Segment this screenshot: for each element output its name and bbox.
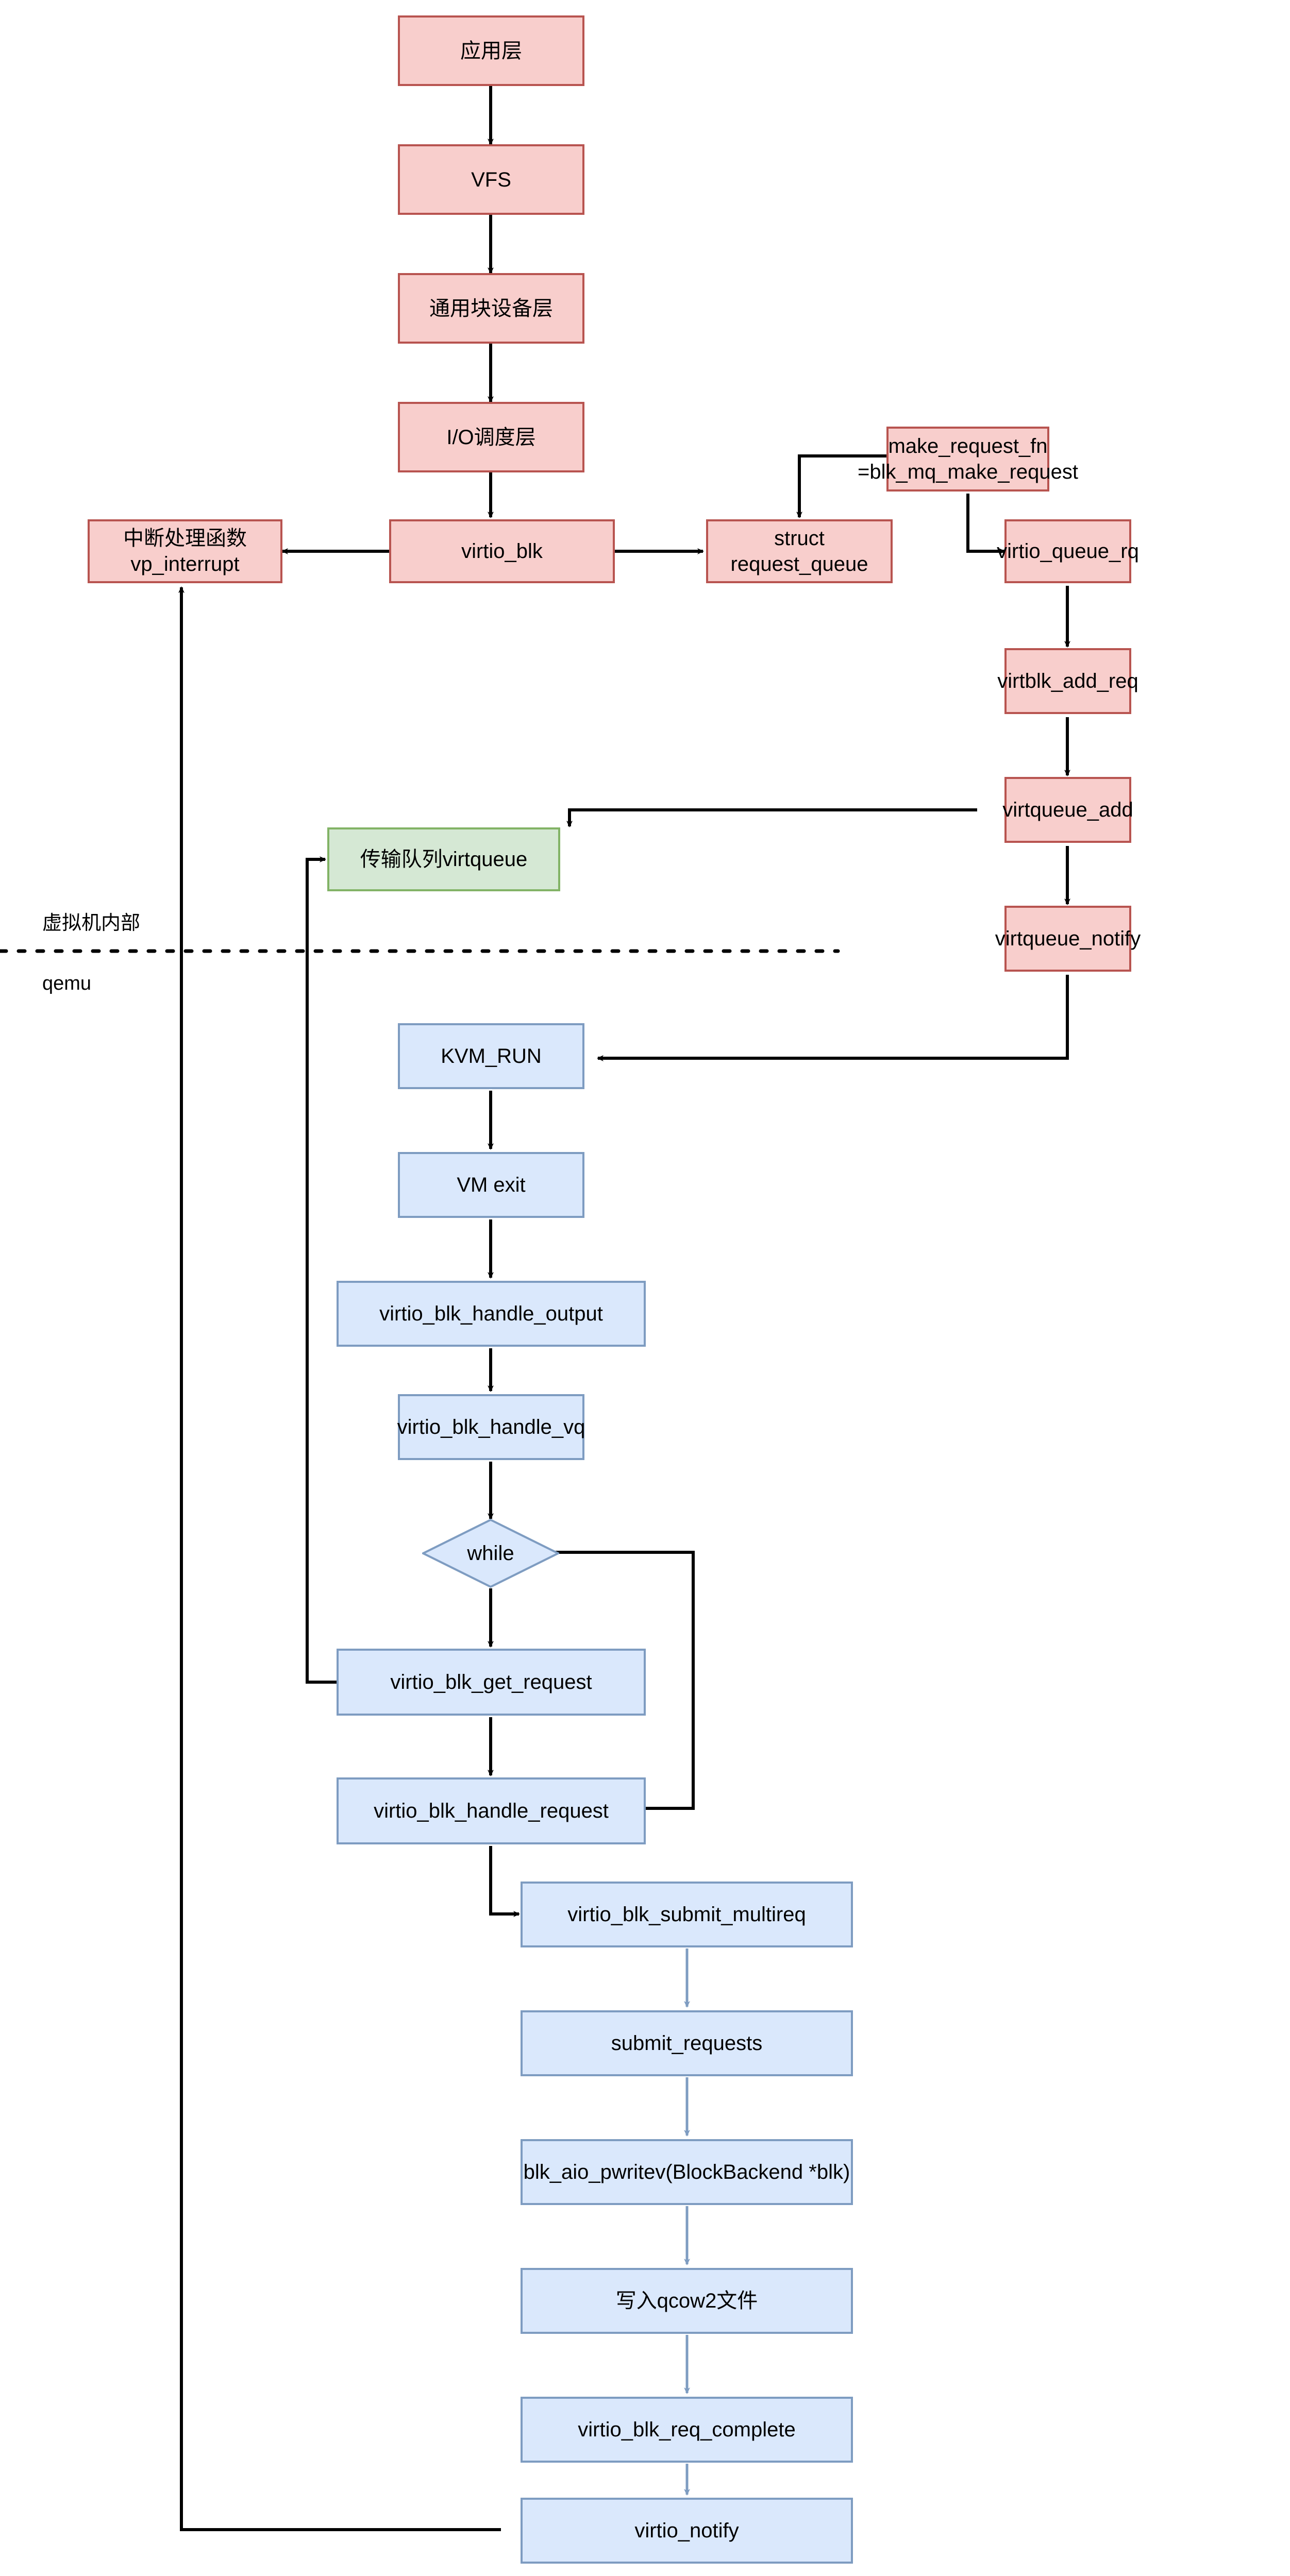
node-virtio-blk-handle-request[interactable]: virtio_blk_handle_request xyxy=(337,1777,646,1844)
diamond-shape xyxy=(422,1519,559,1588)
zone-label-guest: 虚拟机内部 xyxy=(42,912,141,934)
node-virtio-blk-get-request[interactable]: virtio_blk_get_request xyxy=(337,1649,646,1716)
node-virtqueue[interactable]: 传输队列virtqueue xyxy=(327,827,560,891)
node-virtqueue-add[interactable]: virtqueue_add xyxy=(1002,777,1133,843)
edge-getrequest-virtqueue xyxy=(306,856,337,1684)
edge-virtqueuenotify-kvmrun xyxy=(597,975,1069,1061)
node-virtblk-add-req[interactable]: virtblk_add_req xyxy=(997,648,1138,714)
while-label: while xyxy=(467,1542,514,1565)
node-virtio-blk-submit-multireq[interactable]: virtio_blk_submit_multireq xyxy=(521,1882,853,1947)
node-vfs[interactable]: VFS xyxy=(398,144,584,215)
node-virtio-blk-handle-vq[interactable]: virtio_blk_handle_vq xyxy=(397,1394,585,1460)
node-virtio-notify[interactable]: virtio_notify xyxy=(521,2498,853,2564)
node-submit-requests[interactable]: submit_requests xyxy=(521,2010,853,2076)
node-vp-interrupt[interactable]: 中断处理函数 vp_interrupt xyxy=(88,519,282,583)
node-virtio-queue-rq[interactable]: virtio_queue_rq xyxy=(997,519,1139,583)
node-virtqueue-notify[interactable]: virtqueue_notify xyxy=(995,906,1141,972)
node-write-qcow2-file[interactable]: 写入qcow2文件 xyxy=(521,2268,853,2334)
node-io-scheduler-layer[interactable]: I/O调度层 xyxy=(398,402,584,472)
zone-label-qemu: qemu xyxy=(42,973,92,994)
edge-handlerequest-submitmultireq xyxy=(489,1846,520,1917)
node-struct-request-queue[interactable]: struct request_queue xyxy=(706,519,893,583)
node-virtio-blk-handle-output[interactable]: virtio_blk_handle_output xyxy=(337,1281,646,1347)
node-virtio-blk-req-complete[interactable]: virtio_blk_req_complete xyxy=(521,2397,853,2463)
node-virtio-blk[interactable]: virtio_blk xyxy=(389,519,615,583)
node-kvm-run[interactable]: KVM_RUN xyxy=(398,1023,584,1089)
node-blk-aio-pwritev[interactable]: blk_aio_pwritev(BlockBackend *blk) xyxy=(521,2139,853,2205)
node-generic-block-layer[interactable]: 通用块设备层 xyxy=(398,273,584,344)
edge-virtqueueadd-virtqueue xyxy=(566,808,977,827)
node-app[interactable]: 应用层 xyxy=(398,15,584,86)
node-while-decision[interactable]: while xyxy=(422,1519,559,1588)
node-make-request-fn[interactable]: make_request_fn =blk_mq_make_request xyxy=(858,427,1078,492)
node-vm-exit[interactable]: VM exit xyxy=(398,1152,584,1218)
